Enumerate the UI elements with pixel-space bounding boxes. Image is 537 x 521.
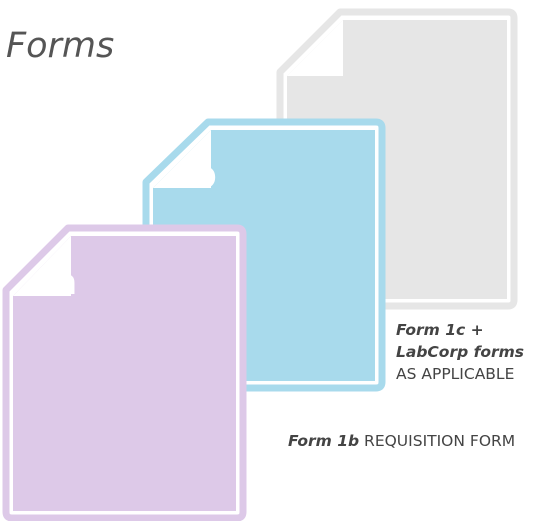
letter-a: a — [53, 262, 77, 303]
document-a: a — [2, 224, 247, 521]
form-1c-name-line2: LabCorp forms — [396, 343, 525, 361]
letter-b: b — [191, 155, 217, 196]
form-1c-name-line1: Form 1c + — [396, 321, 484, 339]
form-1b-label: Form 1b REQUISITION FORM — [288, 430, 515, 452]
form-1c-suffix: AS APPLICABLE — [396, 365, 515, 383]
form-1b-suffix: REQUISITION FORM — [364, 432, 516, 450]
form-1c-label: Form 1c + LabCorp forms AS APPLICABLE — [396, 319, 524, 385]
page-title: Forms — [6, 26, 115, 66]
form-1b-name: Form 1b — [288, 432, 360, 450]
